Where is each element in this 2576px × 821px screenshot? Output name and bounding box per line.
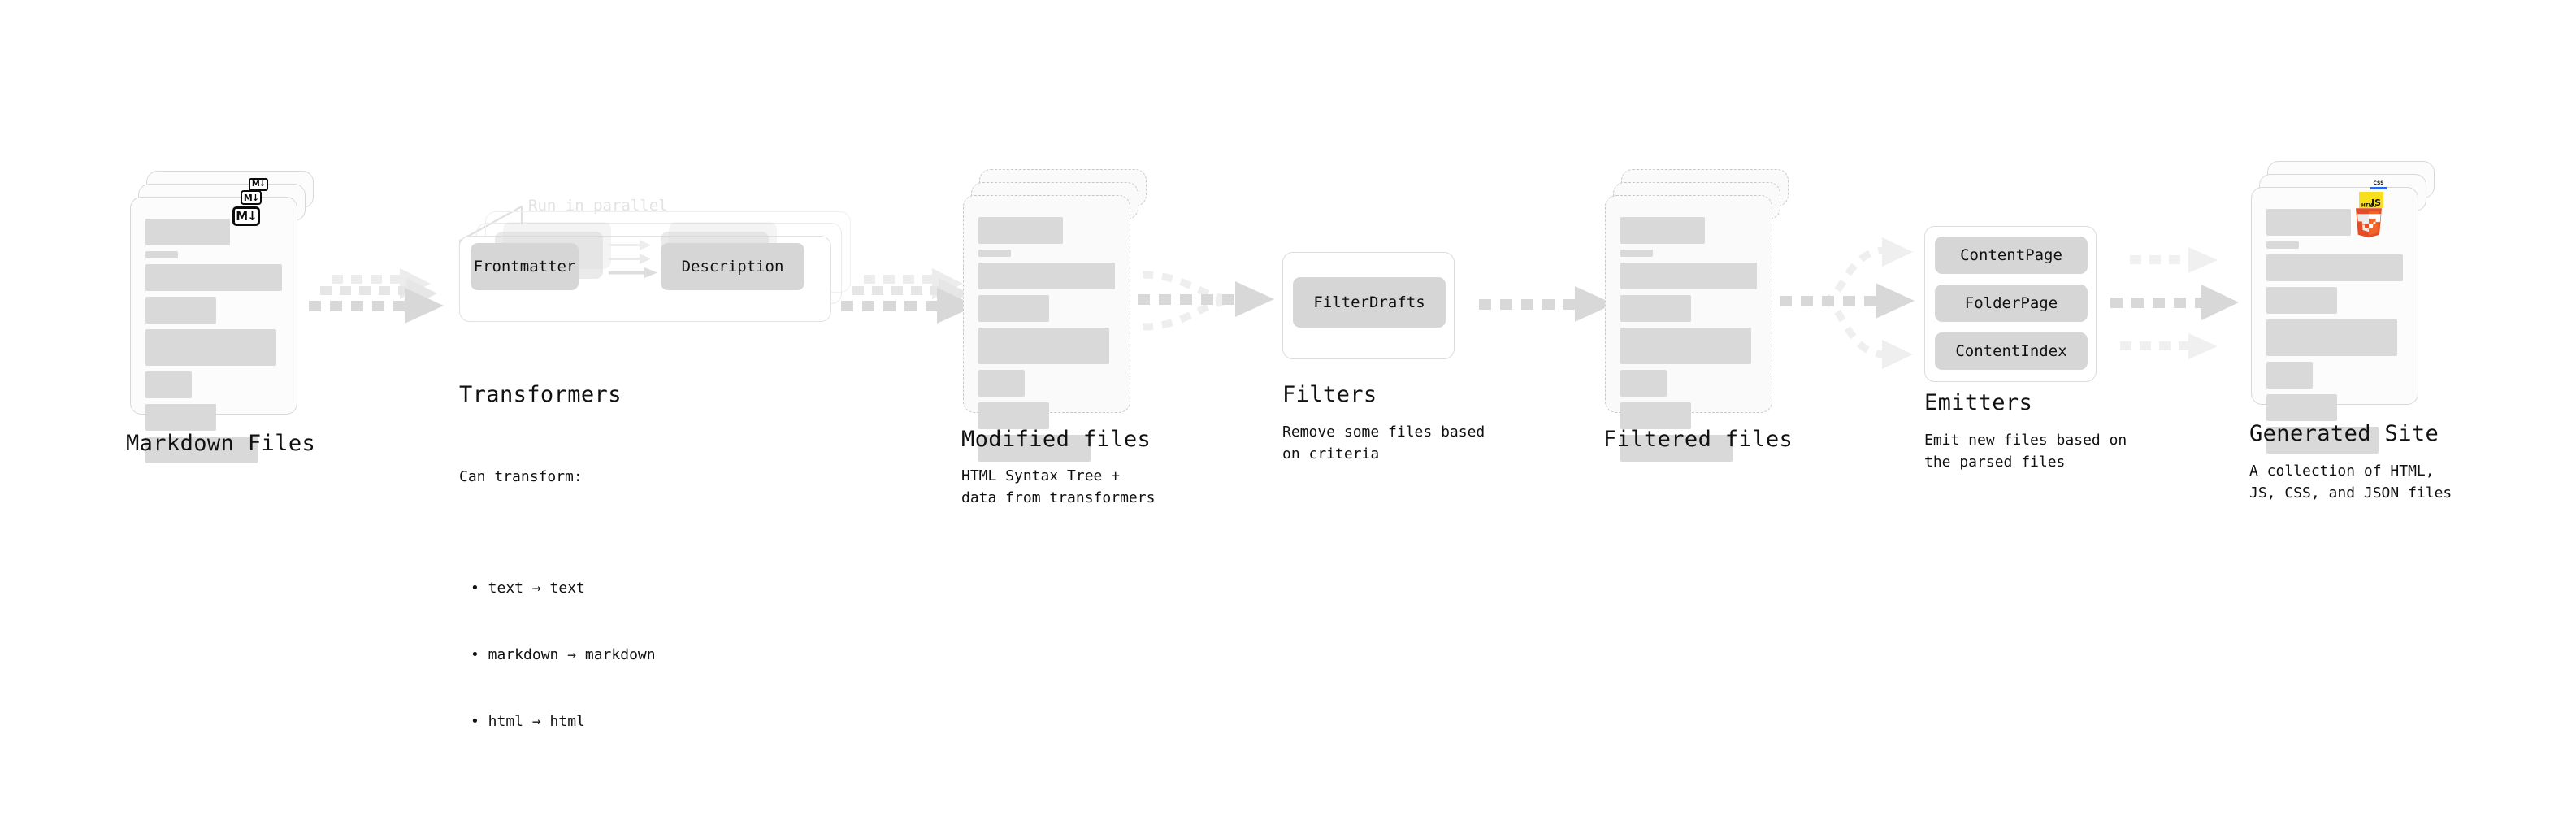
- transformers-subtitle-intro: Can transform:: [459, 467, 583, 485]
- skeleton-bar: [978, 263, 1115, 289]
- modified-files-card-stack: [963, 169, 1147, 462]
- html5-icon: HTML: [2356, 204, 2382, 238]
- skeleton-bar: [1620, 263, 1757, 289]
- transformer-chip-description[interactable]: Description: [661, 243, 804, 290]
- arrow-emitters-to-site: [2110, 247, 2239, 359]
- emitters-group: ContentPage FolderPage ContentIndex: [1924, 226, 2097, 382]
- filtered-files-title: Filtered files: [1603, 427, 1793, 452]
- markdown-badge-middle: M↓: [241, 190, 262, 205]
- skeleton-bar: [1620, 328, 1752, 364]
- filter-chip-filterdrafts[interactable]: FilterDrafts: [1293, 277, 1446, 328]
- generated-site-title: Generated Site: [2249, 421, 2439, 446]
- arrow-filters-to-filtered: [1479, 286, 1614, 322]
- transformers-group-front: Frontmatter Description: [459, 222, 831, 322]
- skeleton-bars: [978, 217, 1115, 462]
- skeleton-bar: [1620, 217, 1706, 244]
- skeleton-bar: [1620, 435, 1733, 462]
- skeleton-bar: [2266, 394, 2338, 421]
- skeleton-bars: [145, 219, 282, 463]
- skeleton-bar: [2266, 254, 2403, 281]
- svg-text:HTML: HTML: [2361, 204, 2376, 209]
- modified-files-title: Modified files: [961, 427, 1151, 452]
- pipeline-diagram: M↓ M↓ M↓ Markdown Files Run in parallel: [126, 161, 2452, 730]
- emitter-chip-contentpage[interactable]: ContentPage: [1935, 237, 2088, 274]
- skeleton-bar: [2266, 241, 2300, 249]
- skeleton-bar: [2266, 287, 2338, 314]
- arrow-markdown-to-transformers: [309, 268, 444, 324]
- css-icon: CSS: [2370, 180, 2387, 189]
- emitter-chip-folderpage[interactable]: FolderPage: [1935, 285, 2088, 322]
- transformers-bullet-item: • text → text: [471, 579, 585, 597]
- skeleton-bar: [145, 329, 277, 366]
- skeleton-bar: [1620, 250, 1654, 257]
- emitter-chip-contentindex[interactable]: ContentIndex: [1935, 332, 2088, 370]
- transformers-subtitle: Can transform: • text → text • markdown …: [459, 421, 656, 821]
- emitters-title: Emitters: [1924, 390, 2033, 415]
- skeleton-bar: [1620, 370, 1667, 397]
- skeleton-bar: [1620, 402, 1692, 429]
- transformers-bullet-item: • markdown → markdown: [471, 645, 656, 663]
- filters-title: Filters: [1282, 382, 1377, 407]
- skeleton-bar: [978, 370, 1026, 397]
- skeleton-bar: [978, 217, 1064, 244]
- transformers-bullet-list: • text → text • markdown → markdown • ht…: [459, 532, 656, 777]
- filtered-file-card-front: [1605, 195, 1772, 462]
- emitters-subtitle: Emit new files based on the parsed files: [1924, 432, 2127, 471]
- site-file-card-front: [2251, 187, 2418, 454]
- skeleton-bar: [145, 264, 282, 291]
- transformers-bullet-item: • html → html: [471, 712, 585, 730]
- skeleton-bar: [2266, 362, 2314, 389]
- skeleton-bars: [1620, 217, 1757, 462]
- skeleton-bars: [2266, 209, 2403, 454]
- skeleton-bar: [978, 328, 1110, 364]
- skeleton-bar: [145, 371, 193, 398]
- skeleton-bar: [2266, 209, 2352, 236]
- skeleton-bar: [145, 297, 217, 324]
- transformer-inner-arrows: [609, 240, 657, 278]
- skeleton-bar: [145, 219, 231, 245]
- modified-file-card-front: [963, 195, 1130, 462]
- skeleton-bar: [2266, 319, 2398, 356]
- transformer-chip-frontmatter[interactable]: Frontmatter: [471, 243, 579, 290]
- generated-site-subtitle: A collection of HTML, JS, CSS, and JSON …: [2249, 463, 2452, 502]
- skeleton-bar: [978, 250, 1012, 257]
- markdown-files-title: Markdown Files: [126, 431, 316, 456]
- markdown-file-card-front: [130, 197, 297, 463]
- markdown-badge-front: M↓: [232, 206, 260, 226]
- js-icon: JS: [2359, 192, 2383, 208]
- filters-subtitle: Remove some files based on criteria: [1282, 424, 1485, 463]
- skeleton-bar: [978, 295, 1050, 322]
- skeleton-bar: [978, 402, 1050, 429]
- modified-files-subtitle: HTML Syntax Tree + data from transformer…: [961, 467, 1156, 507]
- skeleton-bar: [145, 437, 258, 463]
- skeleton-bar: [1620, 295, 1692, 322]
- skeleton-bar: [978, 435, 1091, 462]
- markdown-badge-back: M↓: [249, 178, 268, 191]
- transformers-title: Transformers: [459, 382, 622, 407]
- arrow-transformers-to-modified: [841, 268, 976, 324]
- filtered-files-card-stack: [1605, 169, 1789, 462]
- arrow-filtered-to-emitters: [1780, 237, 1915, 369]
- skeleton-bar: [145, 404, 217, 431]
- markdown-files-card-stack: M↓ M↓ M↓: [130, 171, 314, 463]
- skeleton-bar: [145, 251, 179, 258]
- run-in-parallel-label: Run in parallel: [528, 197, 668, 215]
- arrow-modified-to-filters: [1138, 271, 1274, 331]
- filters-group: FilterDrafts: [1282, 252, 1455, 359]
- generated-site-card-stack: CSS JS HTML: [2251, 161, 2435, 454]
- skeleton-bar: [2266, 427, 2379, 454]
